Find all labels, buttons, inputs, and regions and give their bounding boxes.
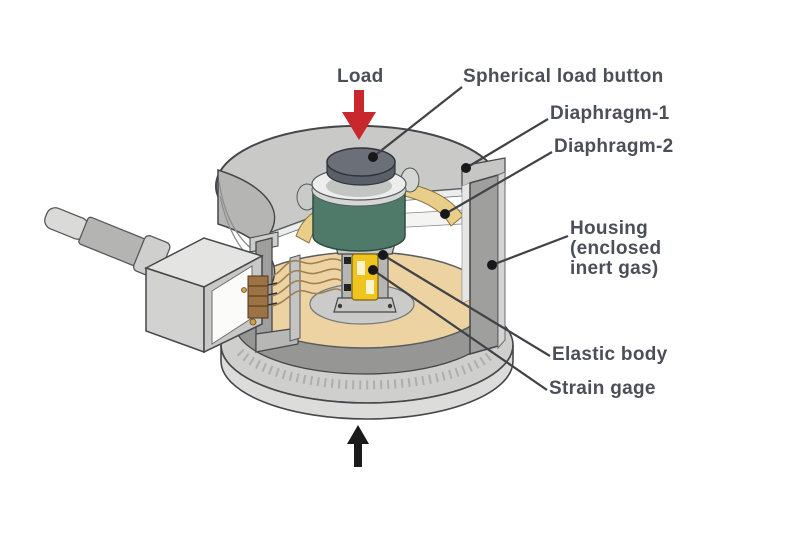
- lid-rim: [217, 168, 276, 290]
- reaction-arrow-icon: [347, 425, 369, 467]
- dot-diaphragm-2: [440, 209, 450, 219]
- dot-diaphragm-1: [461, 163, 471, 173]
- dot-elastic-body: [378, 250, 388, 260]
- leader-diaphragm-1: [465, 118, 549, 169]
- lead-wires: [271, 258, 343, 307]
- gage-terminal-pad: [344, 284, 351, 291]
- leader-dots: [368, 152, 497, 275]
- label-diaphragm-2: Diaphragm-2: [554, 136, 674, 157]
- dot-strain-gage: [368, 265, 378, 275]
- dot-spherical-load-button: [368, 152, 378, 162]
- leader-lines: [372, 86, 569, 391]
- label-elastic-body: Elastic body: [552, 344, 668, 365]
- dot-housing: [487, 260, 497, 270]
- strain-gage-element: [351, 253, 379, 301]
- load-arrow-icon: [342, 90, 376, 140]
- leader-housing: [491, 234, 569, 267]
- label-diaphragm-1: Diaphragm-1: [550, 103, 670, 124]
- leader-spherical-load-button: [372, 86, 463, 158]
- housing-wall-right: [461, 157, 506, 355]
- hatch-band: [236, 348, 498, 390]
- leader-strain-gage: [372, 269, 548, 391]
- label-spherical-load-button: Spherical load button: [463, 66, 664, 87]
- terminal-block: [241, 275, 278, 326]
- label-housing-line1: Housing: [570, 218, 649, 239]
- leader-elastic-body: [382, 254, 551, 357]
- leader-diaphragm-2: [444, 151, 553, 215]
- label-housing-line3: inert gas): [570, 258, 659, 279]
- gage-terminal-pad: [344, 257, 351, 264]
- load-column-green: [312, 189, 406, 252]
- label-load: Load: [337, 66, 384, 87]
- label-strain-gage: Strain gage: [549, 378, 656, 399]
- spherical-load-button: [326, 147, 396, 177]
- label-housing-line2: (enclosed: [570, 238, 662, 259]
- label-housing: Housing (enclosed inert gas): [570, 219, 661, 279]
- load-column-assembly: [296, 147, 420, 252]
- connector-box: [144, 237, 264, 354]
